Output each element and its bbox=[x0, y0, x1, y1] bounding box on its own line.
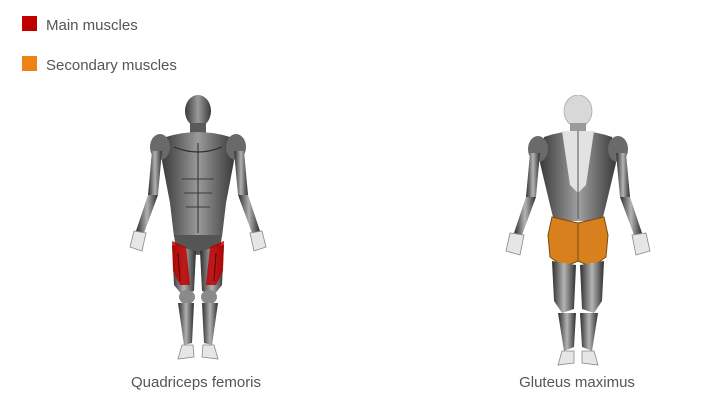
front-figure-caption: Quadriceps femoris bbox=[130, 374, 262, 391]
front-anatomy-illustration bbox=[129, 95, 267, 360]
secondary-muscles-swatch bbox=[22, 55, 37, 71]
main-muscles-label: Main muscles bbox=[46, 16, 138, 34]
front-body-figure bbox=[118, 95, 278, 367]
secondary-muscles-label: Secondary muscles bbox=[46, 56, 177, 74]
back-figure-caption: Gluteus maximus bbox=[519, 374, 635, 391]
main-muscles-swatch bbox=[22, 15, 37, 31]
legend-item-main: Main muscles bbox=[22, 14, 177, 36]
legend-item-secondary: Secondary muscles bbox=[22, 54, 177, 76]
legend: Main muscles Secondary muscles bbox=[22, 14, 177, 94]
back-body-figure bbox=[498, 95, 658, 371]
back-anatomy-illustration bbox=[505, 95, 651, 366]
